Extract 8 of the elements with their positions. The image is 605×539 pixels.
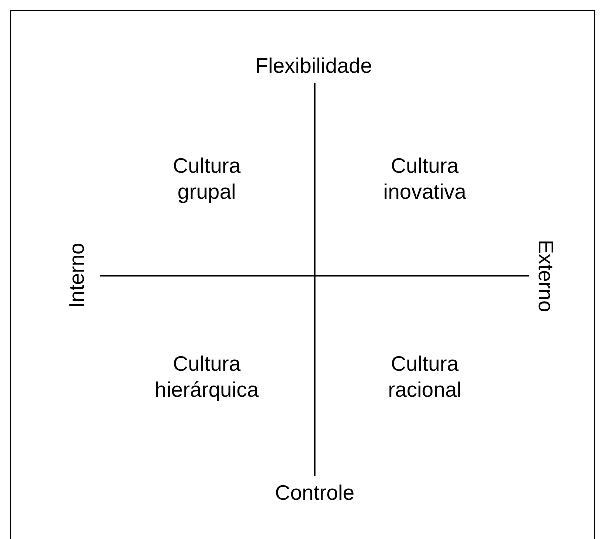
quadrant-label: Cultura grupal	[172, 154, 242, 206]
quadrant-label: Cultura inovativa	[382, 154, 468, 206]
quadrant-label: Cultura hierárquica	[154, 352, 260, 404]
axis-label: Controle	[275, 481, 355, 507]
axis-label: Interno	[65, 243, 90, 309]
axis-label: Flexibilidade	[256, 54, 372, 80]
axis-label: Externo	[533, 240, 558, 312]
quadrant-label: Cultura racional	[387, 352, 463, 404]
